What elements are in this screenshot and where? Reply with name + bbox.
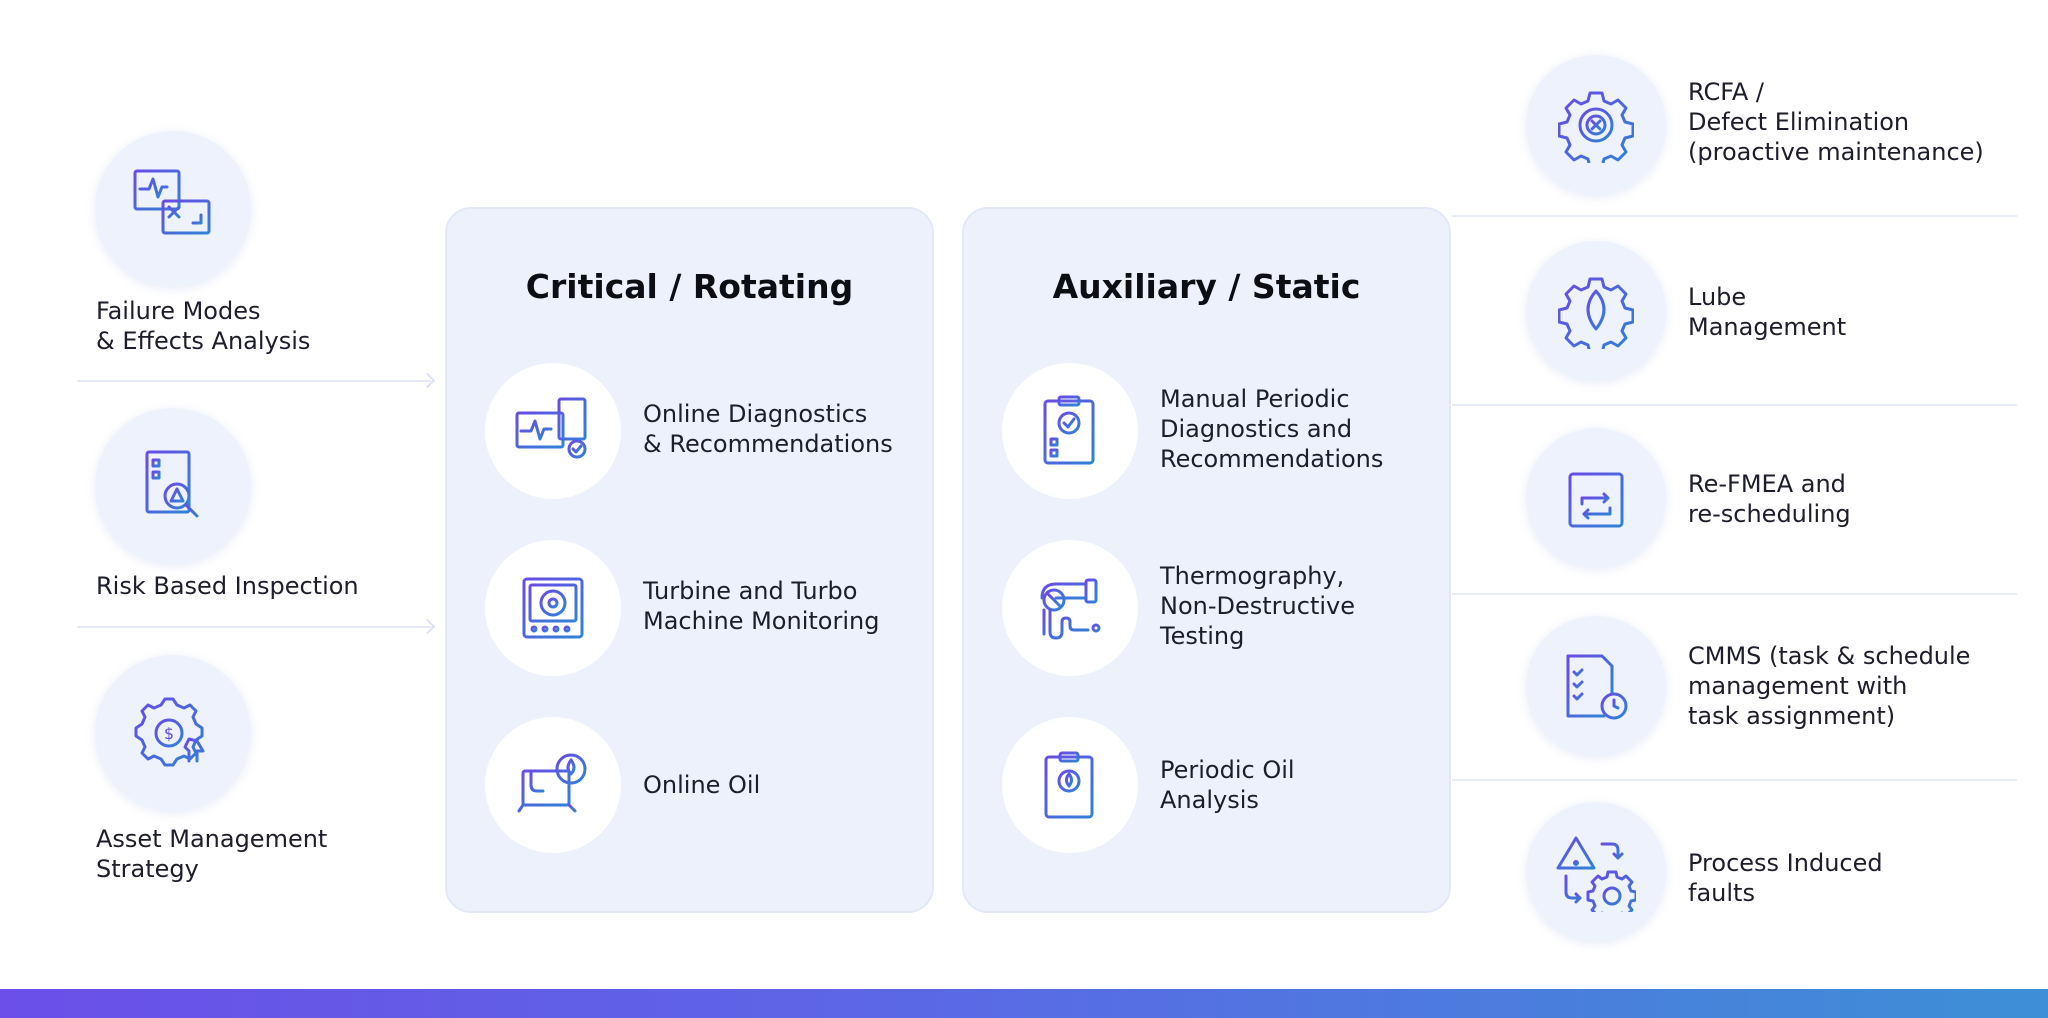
- risk-inspection-icon: [95, 408, 251, 564]
- online-oil-icon: [485, 717, 621, 853]
- divider: [1452, 215, 2017, 217]
- flow-arrow: [77, 380, 431, 382]
- turbine-monitor-icon: [485, 540, 621, 676]
- svg-text:$: $: [164, 724, 174, 743]
- gear-x-icon: [1526, 55, 1666, 195]
- thermography-icon: [1002, 540, 1138, 676]
- manual-diagnostics-label: Manual Periodic Diagnostics and Recommen…: [1160, 385, 1384, 473]
- card-title: Critical / Rotating: [525, 267, 854, 306]
- fmea-monitor-icon: [95, 131, 251, 287]
- divider: [1452, 404, 2017, 406]
- auxiliary-static-card: Auxiliary / Static Manual Periodic Diagn…: [962, 207, 1451, 913]
- gradient-footer-bar: [0, 989, 2048, 1018]
- thermography-label: Thermography, Non-Destructive Testing: [1160, 562, 1355, 650]
- lube-label: Lube Management: [1688, 283, 1847, 341]
- online-oil-label: Online Oil: [643, 771, 761, 799]
- turbine-monitoring-label: Turbine and Turbo Machine Monitoring: [643, 577, 880, 635]
- asset-strategy-label: Asset Management Strategy: [96, 825, 328, 883]
- rcfa-label: RCFA / Defect Elimination (proactive mai…: [1688, 78, 1984, 166]
- calendar-reschedule-icon: [1526, 428, 1666, 568]
- warning-gear-icon: [1526, 802, 1666, 942]
- flow-arrow: [77, 626, 431, 628]
- cmms-label: CMMS (task & schedule management with ta…: [1688, 642, 1971, 730]
- card-title: Auxiliary / Static: [1052, 267, 1361, 306]
- divider: [1452, 593, 2017, 595]
- re-fmea-label: Re-FMEA and re-scheduling: [1688, 470, 1851, 528]
- online-diagnostics-label: Online Diagnostics & Recommendations: [643, 400, 893, 458]
- task-schedule-icon: [1526, 616, 1666, 756]
- fmea-label: Failure Modes & Effects Analysis: [96, 297, 311, 355]
- asset-strategy-icon: $: [95, 655, 251, 811]
- divider: [1452, 779, 2017, 781]
- oil-analysis-label: Periodic Oil Analysis: [1160, 756, 1295, 814]
- online-diagnostics-icon: [485, 363, 621, 499]
- gear-drop-icon: [1526, 241, 1666, 381]
- rbi-label: Risk Based Inspection: [96, 572, 359, 600]
- oil-analysis-icon: [1002, 717, 1138, 853]
- process-faults-label: Process Induced faults: [1688, 849, 1883, 907]
- critical-rotating-card: Critical / Rotating Online Diagnostics &…: [445, 207, 934, 913]
- clipboard-diagnostics-icon: [1002, 363, 1138, 499]
